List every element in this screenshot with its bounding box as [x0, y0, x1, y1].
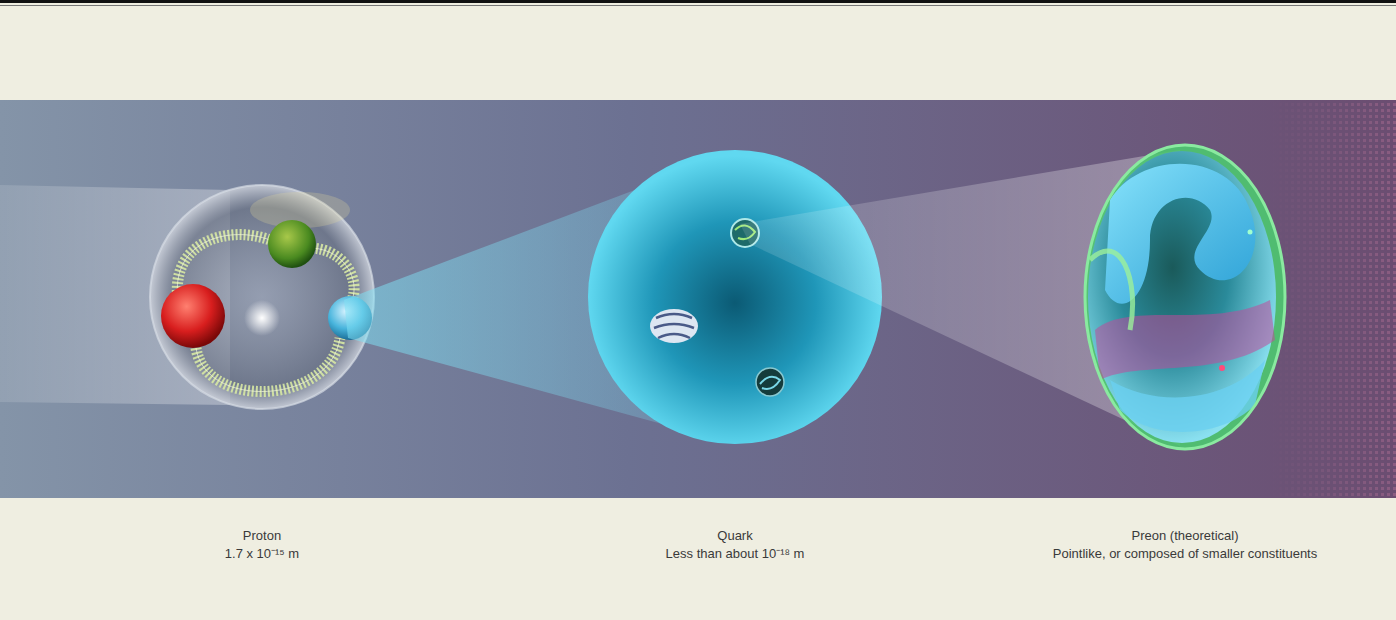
preon-sphere [1085, 145, 1285, 449]
particle-name: Proton [243, 527, 281, 544]
top-rule-thin [0, 5, 1396, 6]
quark-sphere [588, 150, 882, 444]
particle-size: 1.7 x 10⁻¹⁵ m [225, 545, 299, 562]
dot-pattern [1270, 100, 1396, 498]
particle-size: Pointlike, or composed of smaller consti… [1053, 545, 1317, 562]
proton-sphere [150, 185, 374, 409]
top-rule [0, 0, 1396, 3]
sub-particle [756, 368, 784, 396]
particle-size: Less than about 10⁻¹⁸ m [666, 545, 805, 562]
particle-name: Preon (theoretical) [1132, 527, 1239, 544]
sub-particle [650, 309, 698, 343]
dark-band [0, 100, 1396, 498]
particle-name: Quark [717, 527, 752, 544]
